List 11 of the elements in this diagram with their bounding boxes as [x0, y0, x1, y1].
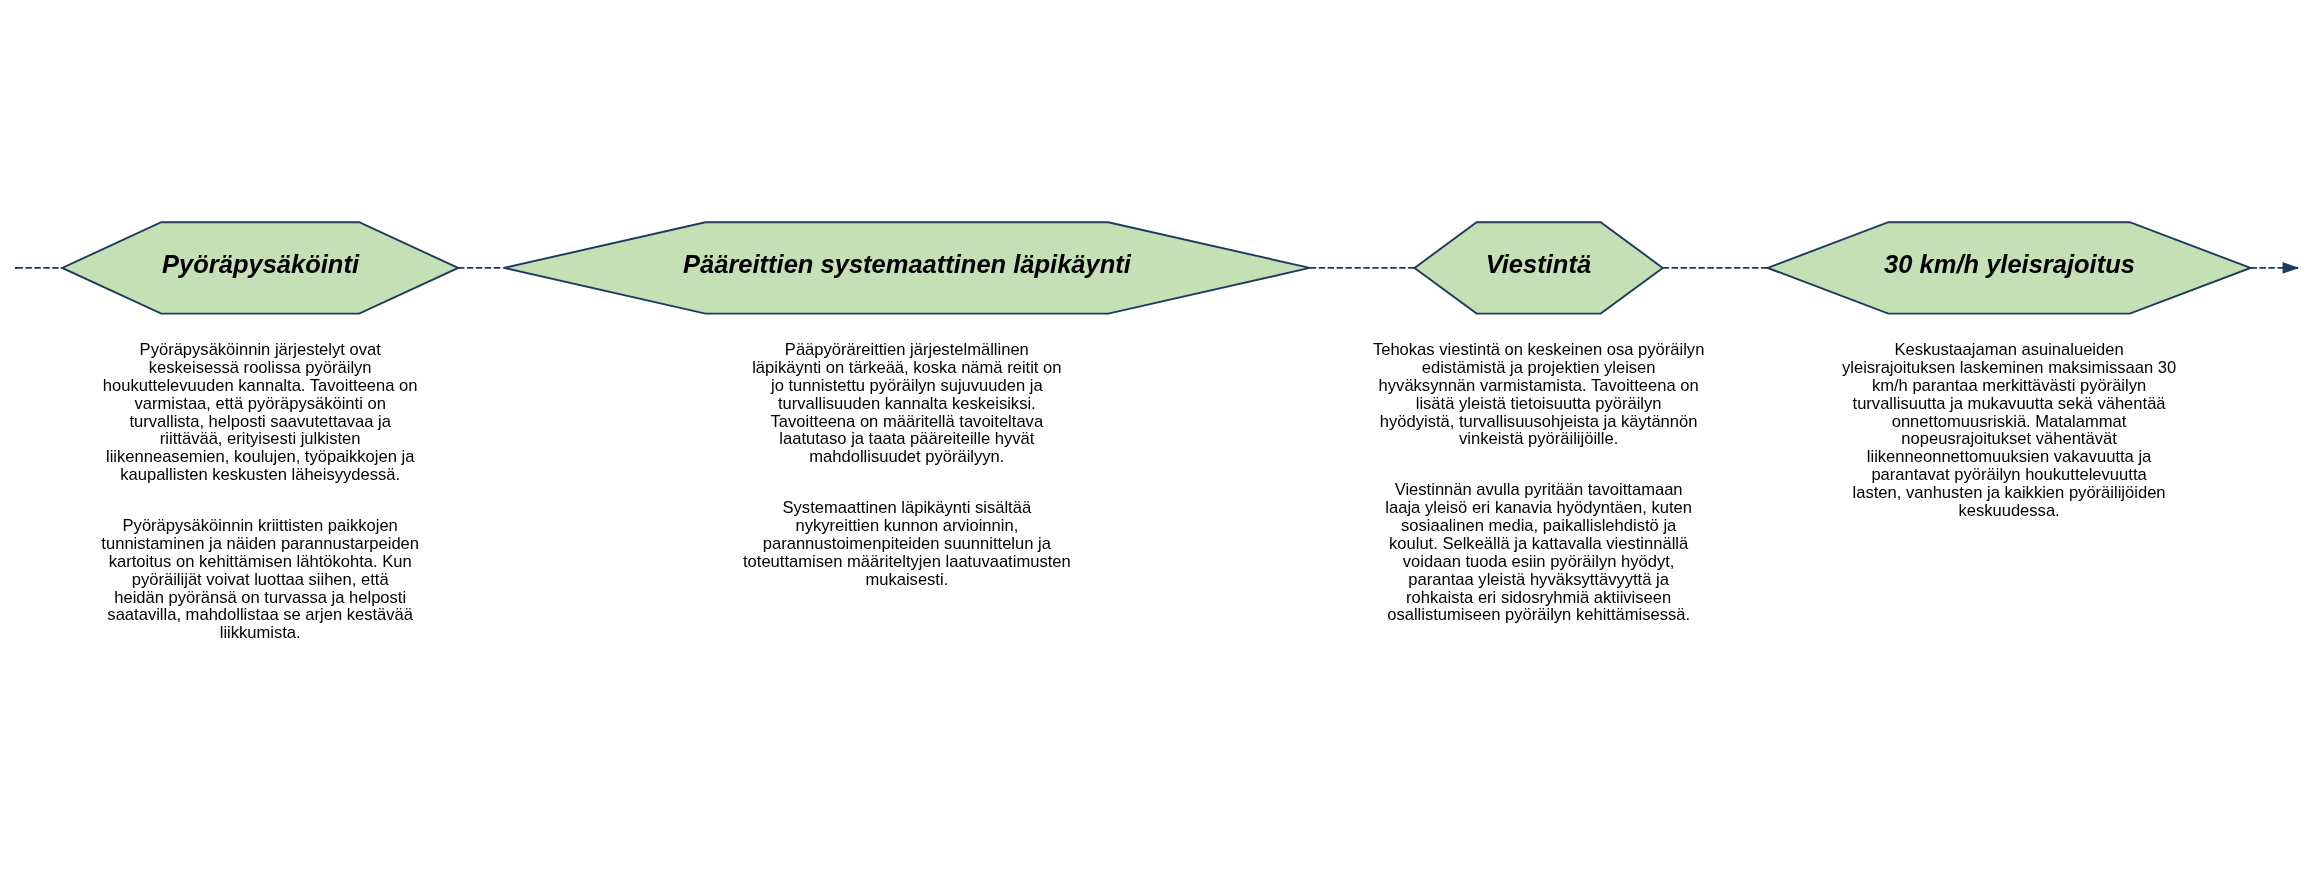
connector — [457, 266, 505, 269]
node-label: Pääpyöräreittien järjestelmällinen läpikäynti on tärkeää, koska nämä reitit on jo tunnistettu pyöräilyn sujuvuuden ja turvallisuuden kannalta keskeisiksi. Tavoitteena on määritellä tavoiteltava laatutaso ja taata pääreiteille hyvät mahdollisuudet pyöräilyyn. — [752, 340, 1062, 467]
node-label: Viestinnän avulla pyritään tavoittamaan laaja yleisö eri kanavia hyödyntäen, kuten sosiaalinen media, paikallislehdistö ja koulut. Selkeällä ja kattavalla viestinnällä voidaan tuoda esiin pyöräilyn hyödyt, parantaa yleistä hyväksyttävyyttä ja rohkaista eri sidosryhmiä aktiiviseen osallistumiseen pyöräilyn kehittämisessä. — [1385, 480, 1692, 625]
connector — [1661, 266, 1769, 269]
node-label: Keskustaajaman asuinalueiden yleisrajoituksen laskeminen maksimissaan 30 km/h parantaa merkittävästi pyöräilyn turvallisuutta ja mukavuutta sekä vähentää onnettomuusriskiä. Matalammat nopeusrajoitukset vähentävät liikenneonnettomuuksien vakavuutta ja parantavat pyöräilyn houkuttelevuutta lasten, vanhusten ja kaikkien pyöräilijöiden keskuudessa. — [1841, 340, 2177, 520]
node-label: Pyöräpysäköinnin kriittisten paikkojen tunnistaminen ja näiden parannustarpeiden kartoitus on kehittämisen lähtökohta. Kun pyöräilijät voivat luottaa siihen, että heidän pyöränsä on turvassa ja helposti saatavilla, mahdollistaa se arjen kestävää liikkumista. — [101, 516, 420, 643]
node-label: Pyöräpysäköinnin järjestelyt ovat keskeisessä roolissa pyöräilyn houkuttelevuuden kannalta. Tavoitteena on varmistaa, että pyöräpysäköinti on turvallista, helposti saavutettavaa ja riittävää, erityisesti julkisten liikenneasemien, koulujen, työpaikkojen ja kaupallisten keskusten läheisyydessä. — [102, 340, 418, 485]
connector — [1308, 266, 1416, 269]
node-label: Tehokas viestintä on keskeinen osa pyöräilyn edistämistä ja projektien yleisen hyväksynnän varmistamista. Tavoitteena on lisätä yleistä tietoisuutta pyöräilyn hyödyistä, turvallisuusohjeista ja käytännön vinkeistä pyöräilijöille. — [1372, 340, 1705, 449]
connector — [15, 266, 63, 269]
node-label: Systemaattinen läpikäynti sisältää nykyreittien kunnon arvioinnin, parannustoimenpiteiden suunnittelun ja toteuttamisen määriteltyjen laatuvaatimusten mukaisesti. — [742, 498, 1071, 589]
